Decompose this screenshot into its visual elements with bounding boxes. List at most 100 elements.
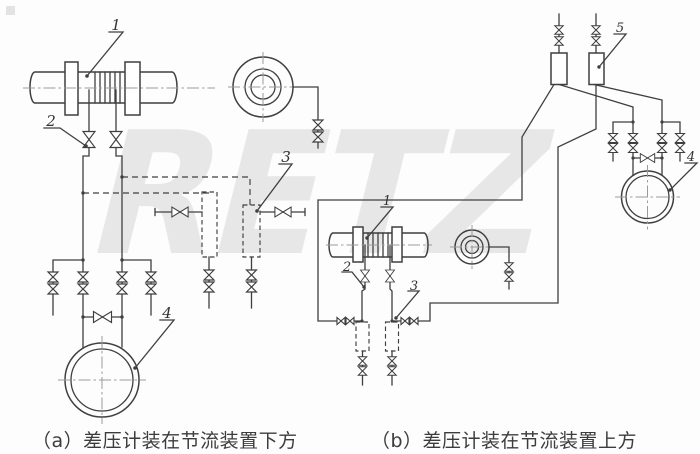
root-valve-icon [385,269,395,283]
manifold-valve-icon [674,132,686,144]
manifold-lines [52,259,152,318]
pipe-assembly-b [326,226,432,263]
leader-line [598,33,628,68]
manifold-valve-icon [607,142,619,154]
leader-line [256,163,294,212]
callout-dp-gauge: 4 [161,304,172,322]
dp-gauge-b [615,165,680,230]
impulse-line-low [115,89,123,348]
caption-b: （b）差压计装在节流装置上方 [371,430,638,452]
impulse-line-high [82,89,90,349]
leader-line [366,206,395,239]
caption-a: （a）差压计装在节流装置下方 [32,430,298,452]
section-tap-line [292,86,319,149]
manifold-valve-icon [627,142,639,154]
dashed-branch-upper [122,176,251,205]
pipe-body [29,71,178,104]
vent-valve-icon [312,119,324,131]
condensate-pots-a [154,191,306,309]
drain-valve-icon [357,356,368,366]
manifold-valve-icon [145,283,157,295]
manifold-valve-icon [77,283,89,295]
riser-route-high [317,83,555,322]
vent-lines [558,13,597,54]
manifold-valve-icon [656,142,668,154]
dp-gauge-a [58,336,146,424]
manifold-valve-icon [77,271,89,283]
gauge-crosshair [58,336,146,424]
pipe-section-a [228,52,324,149]
callout-root-valve: 2 [342,260,351,275]
manifold-valve-icon [116,283,128,295]
drain-valve-icon [357,366,368,376]
gauge-inner-ring [70,348,134,412]
callouts-a: 1 2 3 4 [43,16,294,370]
leader-line [86,31,125,77]
pot-drain-lines [208,256,253,309]
drain-valve-icon [245,269,258,281]
condensate-pot [242,204,261,258]
impulse-lines-b [317,83,597,326]
condensate-pots-b [355,321,400,386]
vent-valve-icon [554,36,564,46]
callout-condensate-pot: 3 [281,148,291,166]
manifold-lines [612,121,681,176]
manifold-valve-icon [674,142,686,154]
root-valve-icon [109,130,123,149]
drain-valve-icon [387,366,397,376]
gauge-crosshair [615,165,680,230]
line-valve-icon [400,316,410,326]
manifold-valve-icon [116,271,128,283]
diagram-b: 1 2 3 4 5 [317,13,699,386]
section-crosshair [228,52,298,122]
gauge-manifold-a [47,259,157,324]
line-valve-icon [345,316,355,326]
impulse-lines-a [82,89,251,349]
manifold-valve-icon [47,283,59,295]
pipe-section-b [450,225,514,290]
callouts-b: 1 2 3 4 5 [341,21,699,320]
impulse-line-low [389,244,393,322]
vent-valve-icon [554,25,564,35]
callout-root-valve: 2 [45,112,56,130]
drain-valve-icon [203,269,215,281]
vent-valve-icon [591,25,601,35]
leader-line [341,271,365,288]
collector-to-gauge-lines [558,83,663,123]
drain-valve-icon [245,281,258,293]
gas-collector [588,52,605,86]
condensate-pot [384,321,400,352]
gas-collector [550,52,568,86]
callout-orifice: 1 [111,16,121,34]
leader-line [669,162,699,191]
callout-dp-gauge: 4 [686,150,695,165]
root-valve-icon [360,269,370,283]
vent-valve-icon [312,131,324,143]
section-crosshair [450,225,494,269]
drain-valve-icon [387,356,397,366]
drain-valve-icon [203,281,215,293]
isolation-valve-icon [274,206,292,218]
vent-valve-icon [504,262,514,272]
callout-gas-collector: 5 [616,21,624,36]
impulse-line-high [361,244,366,322]
manifold-valve-icon [607,132,619,144]
pipe-assembly-a [23,61,215,116]
callout-condensate-pot: 3 [410,279,418,294]
gauge-manifold-b [607,121,686,176]
vent-valve-icon [504,272,514,282]
section-tap-line [488,246,510,290]
line-valve-icon [409,316,419,326]
line-valve-icon [336,316,346,326]
gas-collectors-b [550,13,663,123]
manifold-valve-icon [145,271,157,283]
vent-valve-icon [591,36,601,46]
leader-line [134,319,176,369]
equalizing-valve-icon [639,153,656,163]
leader-line [43,127,87,147]
condensate-pot [355,321,370,352]
riser-route-low [391,83,597,322]
junction-dots-b [360,120,664,323]
